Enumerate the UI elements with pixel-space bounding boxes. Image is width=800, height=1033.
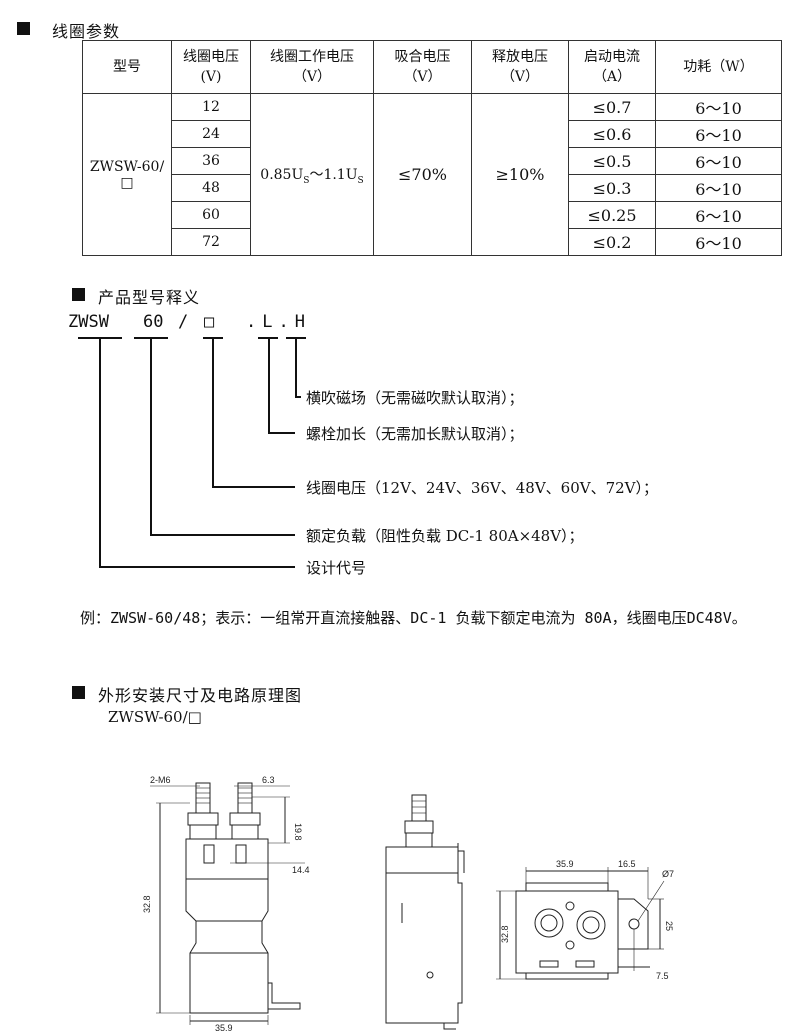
model-code-part4: .L.H bbox=[246, 312, 311, 332]
section-title-dimensions: 外形安装尺寸及电路原理图 bbox=[98, 686, 303, 705]
table-row: ZWSW-60/□ 12 0.85US～1.1US ≤70% ≥10% ≤0.7… bbox=[82, 93, 782, 256]
section-bullet bbox=[17, 22, 30, 35]
leader-coil-h bbox=[212, 486, 295, 488]
section-title-model: 产品型号释义 bbox=[98, 288, 201, 307]
side-view bbox=[385, 794, 465, 1030]
dim-32-8-bottom: 32.8 bbox=[500, 925, 510, 943]
leader-load-v bbox=[150, 338, 152, 536]
model-code-part1: ZWSW bbox=[68, 312, 109, 332]
dim-35-9-front: 35.9 bbox=[215, 1023, 233, 1033]
table-header-row: 型号 线圈电压(V) 线圈工作电压（V） 吸合电压（V） 释放电压（V） 启动电… bbox=[82, 40, 782, 94]
cell-power: 6～10 bbox=[655, 120, 782, 148]
cell-power: 6～10 bbox=[655, 228, 782, 256]
section-bullet bbox=[72, 686, 85, 699]
cell-current: ≤0.7 bbox=[568, 93, 656, 121]
dim-32-8-front: 32.8 bbox=[142, 895, 152, 913]
model-code-part2: 60 bbox=[143, 312, 164, 332]
cell-current: ≤0.2 bbox=[568, 228, 656, 256]
dim-m6: 2-M6 bbox=[150, 775, 171, 785]
drawing-model: ZWSW-60/□ bbox=[108, 708, 202, 726]
dim-7-5: 7.5 bbox=[656, 971, 669, 981]
cell-voltage: 12 bbox=[171, 93, 251, 121]
cell-current: ≤0.6 bbox=[568, 120, 656, 148]
leader-design-h bbox=[99, 566, 295, 568]
dim-35-9-bottom: 35.9 bbox=[556, 859, 574, 869]
leader-design-v bbox=[99, 338, 101, 568]
dim-25: 25 bbox=[664, 921, 674, 931]
cell-voltage: 72 bbox=[171, 228, 251, 256]
cell-release: ≥10% bbox=[471, 93, 569, 256]
header-model: 型号 bbox=[82, 40, 172, 94]
cell-current: ≤0.3 bbox=[568, 174, 656, 202]
leader-coil-v bbox=[212, 338, 214, 488]
cell-pull-in: ≤70% bbox=[373, 93, 472, 256]
header-work-voltage: 线圈工作电压（V） bbox=[250, 40, 374, 94]
header-start-current: 启动电流（A） bbox=[568, 40, 656, 94]
dim-diameter-7: Ø7 bbox=[662, 869, 674, 879]
dim-19-8: 19.8 bbox=[293, 823, 303, 841]
section-title-coil: 线圈参数 bbox=[52, 22, 121, 41]
example-paragraph: 例：ZWSW-60/48；表示：一组常开直流接触器、DC-1 负载下额定电流为 … bbox=[80, 609, 747, 627]
cell-voltage: 24 bbox=[171, 120, 251, 148]
cell-work-voltage: 0.85US～1.1US bbox=[250, 93, 374, 256]
table-row: 24 ≤0.6 6～10 bbox=[83, 120, 782, 148]
explain-l: 螺栓加长（无需加长默认取消）； bbox=[306, 425, 524, 443]
dim-14-4: 14.4 bbox=[292, 865, 310, 875]
dimension-drawing: 2-M6 6.3 19.8 14.4 32.8 35.9 bbox=[142, 775, 674, 1033]
leader-h-h bbox=[295, 396, 301, 398]
cell-current: ≤0.5 bbox=[568, 147, 656, 175]
cell-voltage: 60 bbox=[171, 201, 251, 229]
table-row: 60 ≤0.25 6～10 bbox=[83, 201, 782, 229]
cell-power: 6～10 bbox=[655, 147, 782, 175]
cell-power: 6～10 bbox=[655, 201, 782, 229]
leader-l-v bbox=[268, 338, 270, 434]
header-pull-in: 吸合电压（V） bbox=[373, 40, 472, 94]
cell-current: ≤0.25 bbox=[568, 201, 656, 229]
explain-h: 横吹磁场（无需磁吹默认取消）； bbox=[306, 389, 524, 407]
header-coil-voltage: 线圈电压(V) bbox=[171, 40, 251, 94]
cell-power: 6～10 bbox=[655, 174, 782, 202]
coil-params-table: 型号 线圈电压(V) 线圈工作电压（V） 吸合电压（V） 释放电压（V） 启动电… bbox=[82, 40, 782, 256]
table-row: 36 ≤0.5 6～10 bbox=[83, 147, 782, 175]
cell-power: 6～10 bbox=[655, 93, 782, 121]
table-row: 48 ≤0.3 6～10 bbox=[83, 174, 782, 202]
model-code-slash: / bbox=[178, 312, 189, 332]
leader-h-v bbox=[295, 338, 297, 398]
explain-load: 额定负载（阻性负载 DC-1 80A×48V）； bbox=[306, 527, 584, 545]
leader-load-h bbox=[150, 534, 295, 536]
explain-design: 设计代号 bbox=[306, 559, 367, 577]
table-row: 72 ≤0.2 6～10 bbox=[83, 228, 782, 256]
front-view bbox=[150, 782, 305, 1025]
model-code-part3: □ bbox=[204, 312, 215, 332]
cell-voltage: 48 bbox=[171, 174, 251, 202]
cell-voltage: 36 bbox=[171, 147, 251, 175]
dim-16-5: 16.5 bbox=[618, 859, 636, 869]
bottom-view bbox=[496, 867, 665, 980]
header-power: 功耗（W） bbox=[655, 40, 782, 94]
leader-l-h bbox=[268, 432, 295, 434]
cell-model: ZWSW-60/□ bbox=[82, 93, 172, 256]
section-bullet bbox=[72, 288, 85, 301]
dim-6-3: 6.3 bbox=[262, 775, 275, 785]
header-release: 释放电压（V） bbox=[471, 40, 569, 94]
explain-coil: 线圈电压（12V、24V、36V、48V、60V、72V）； bbox=[306, 479, 659, 497]
